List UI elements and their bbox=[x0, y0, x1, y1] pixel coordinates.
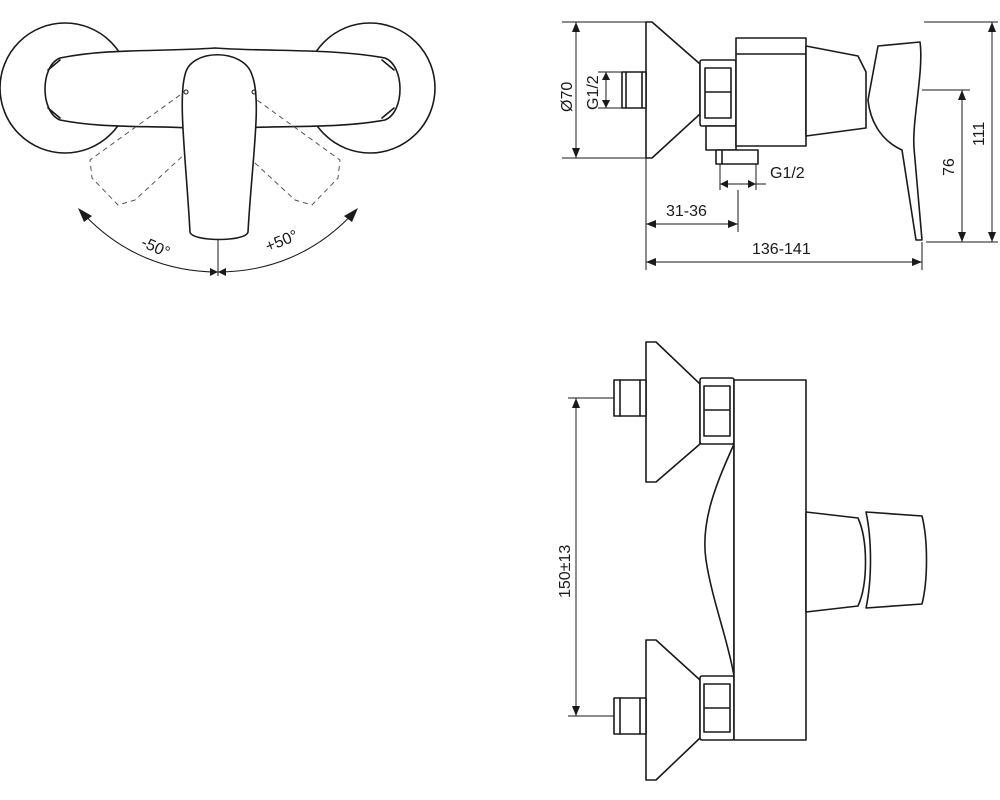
angle-left-label: -50° bbox=[138, 234, 172, 262]
dim-arrow bbox=[646, 220, 656, 228]
handle-detail-left bbox=[183, 89, 189, 95]
dim-arrow bbox=[602, 100, 610, 108]
angle-arrow-mid-l bbox=[210, 268, 218, 276]
dim-arrow bbox=[748, 180, 756, 188]
lever-front bbox=[865, 511, 928, 609]
angle-arc-left bbox=[79, 209, 219, 273]
cartridge-side bbox=[805, 45, 867, 137]
dim-arrow bbox=[988, 22, 996, 32]
inlet-thread-label: G1/2 bbox=[585, 75, 602, 110]
dim-arrow bbox=[988, 232, 996, 242]
projection-label: 136-141 bbox=[752, 241, 811, 258]
lower-hex-facets bbox=[703, 683, 731, 733]
dim-arrow bbox=[720, 180, 728, 188]
dim-arrow bbox=[646, 258, 656, 266]
dim-arrow bbox=[958, 90, 966, 100]
handle-right-position bbox=[229, 94, 341, 206]
handle-left-position bbox=[89, 94, 201, 206]
cartridge-front bbox=[805, 511, 867, 613]
lever-side bbox=[867, 41, 923, 241]
dim-arrow bbox=[572, 22, 580, 32]
lower-inlet-front bbox=[613, 697, 647, 735]
handle-detail-right bbox=[251, 89, 257, 95]
angle-arc-right bbox=[217, 209, 357, 273]
total-height-label: 111 bbox=[971, 122, 988, 146]
front-view: 150±13 bbox=[557, 341, 928, 781]
top-view: -50° +50° bbox=[0, 22, 436, 276]
upper-hex-facets bbox=[703, 385, 731, 437]
dim-arrow bbox=[728, 220, 738, 228]
mixer-body-side bbox=[735, 37, 807, 147]
angle-right-label: +50° bbox=[263, 227, 300, 255]
upper-inlet-front bbox=[613, 379, 647, 417]
angle-arrow-mid-r bbox=[218, 268, 226, 276]
center-distance-label: 150±13 bbox=[557, 545, 574, 598]
wall-flange-side bbox=[645, 21, 701, 159]
upper-flange-front bbox=[645, 341, 701, 483]
lower-inlet-lines bbox=[619, 697, 641, 735]
angle-arrow-left bbox=[78, 208, 92, 222]
dim-arrow bbox=[958, 232, 966, 242]
diameter-label: Ø70 bbox=[559, 82, 576, 112]
dim-arrow bbox=[572, 706, 580, 716]
upper-hex-front bbox=[699, 377, 735, 445]
dim-arrow bbox=[572, 398, 580, 408]
body-chamfers bbox=[47, 59, 395, 119]
outlet-connector bbox=[715, 149, 759, 165]
side-view: Ø70 G1/2 G1/2 31-36 136-141 76 bbox=[559, 21, 998, 270]
mixer-body-front bbox=[733, 379, 807, 741]
handle-height-label: 76 bbox=[941, 158, 958, 176]
body-connector-curve bbox=[704, 443, 735, 677]
outlet-thread-label: G1/2 bbox=[770, 165, 805, 182]
dim-arrow bbox=[572, 148, 580, 158]
inlet-depth-label: 31-36 bbox=[666, 203, 707, 220]
lower-flange-front bbox=[645, 639, 701, 781]
hex-lower-side bbox=[705, 125, 737, 151]
dim-arrow bbox=[602, 72, 610, 80]
dim-arrow bbox=[912, 258, 922, 266]
angle-arrow-right bbox=[344, 208, 358, 222]
lever-handle-top bbox=[181, 54, 258, 241]
upper-inlet-lines bbox=[619, 379, 641, 417]
inlet-pipe-lines bbox=[625, 71, 643, 109]
hex-nut-facets bbox=[704, 67, 732, 119]
